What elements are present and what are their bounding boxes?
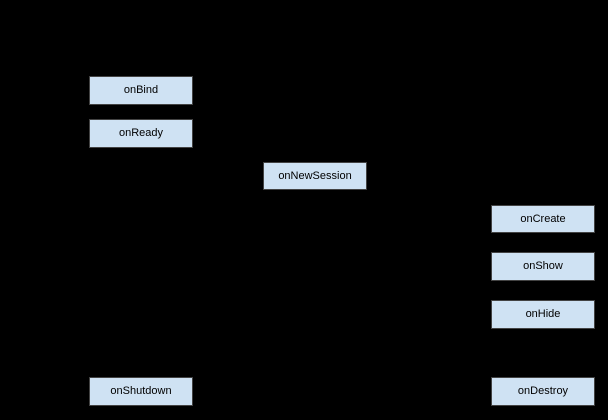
node-onready-label: onReady [118,127,164,139]
node-onready: onReady [89,119,193,148]
node-ondestroy-label: onDestroy [517,385,569,397]
node-oncreate-label: onCreate [520,212,566,225]
node-onshutdown-label: onShutdown [110,385,172,397]
node-onshow: onShow [491,252,595,281]
node-oncreate: onCreate [491,205,595,233]
node-onbind-label: onBind [123,84,159,96]
node-onshow-label: onShow [523,260,563,272]
node-onhide: onHide [491,300,595,329]
node-onbind: onBind [89,76,193,105]
node-onhide-label: onHide [525,308,561,320]
node-ondestroy: onDestroy [491,377,595,406]
node-onnewsession: onNewSession [263,162,367,190]
node-onshutdown: onShutdown [89,377,193,406]
node-onnewsession-label: onNewSession [278,169,352,182]
